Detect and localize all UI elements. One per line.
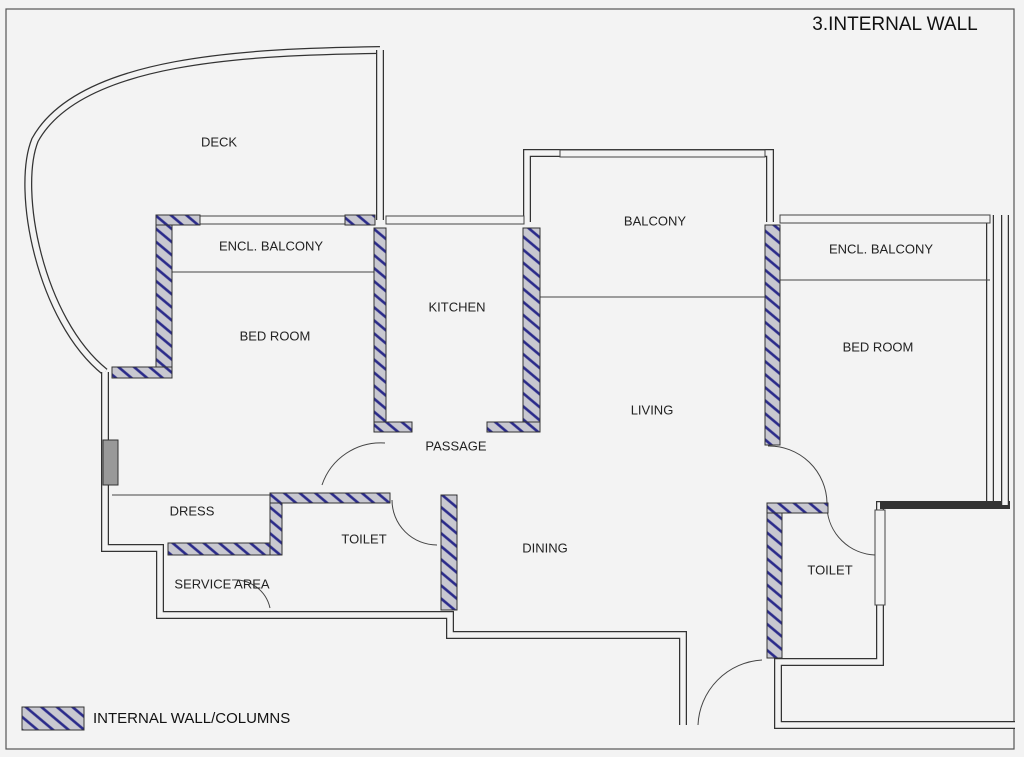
legend: INTERNAL WALL/COLUMNS <box>21 706 290 731</box>
room-toilet-left: TOILET <box>341 531 386 546</box>
room-dress: DRESS <box>170 503 215 518</box>
room-encl-balcony-left: ENCL. BALCONY <box>219 238 323 253</box>
room-encl-balcony-right: ENCL. BALCONY <box>829 241 933 256</box>
internal-walls <box>102 214 829 659</box>
room-passage: PASSAGE <box>425 438 487 453</box>
legend-swatch <box>21 706 85 731</box>
room-kitchen: KITCHEN <box>428 299 485 314</box>
room-dining: DINING <box>522 540 568 555</box>
room-bedroom-right: BED ROOM <box>843 339 914 354</box>
drawing-border <box>5 8 1015 750</box>
column <box>102 439 119 486</box>
room-labels: DECK ENCL. BALCONY BED ROOM KITCHEN BALC… <box>170 134 934 591</box>
room-service-area: SERVICE AREA <box>174 576 269 591</box>
room-balcony: BALCONY <box>624 213 686 228</box>
room-toilet-right: TOILET <box>807 562 852 577</box>
drawing-title: 3.INTERNAL WALL <box>812 14 977 35</box>
room-deck: DECK <box>201 134 237 149</box>
outer-walls <box>24 46 1015 729</box>
room-living: LIVING <box>631 402 674 417</box>
legend-label: INTERNAL WALL/COLUMNS <box>93 710 290 727</box>
room-bedroom-left: BED ROOM <box>240 328 311 343</box>
